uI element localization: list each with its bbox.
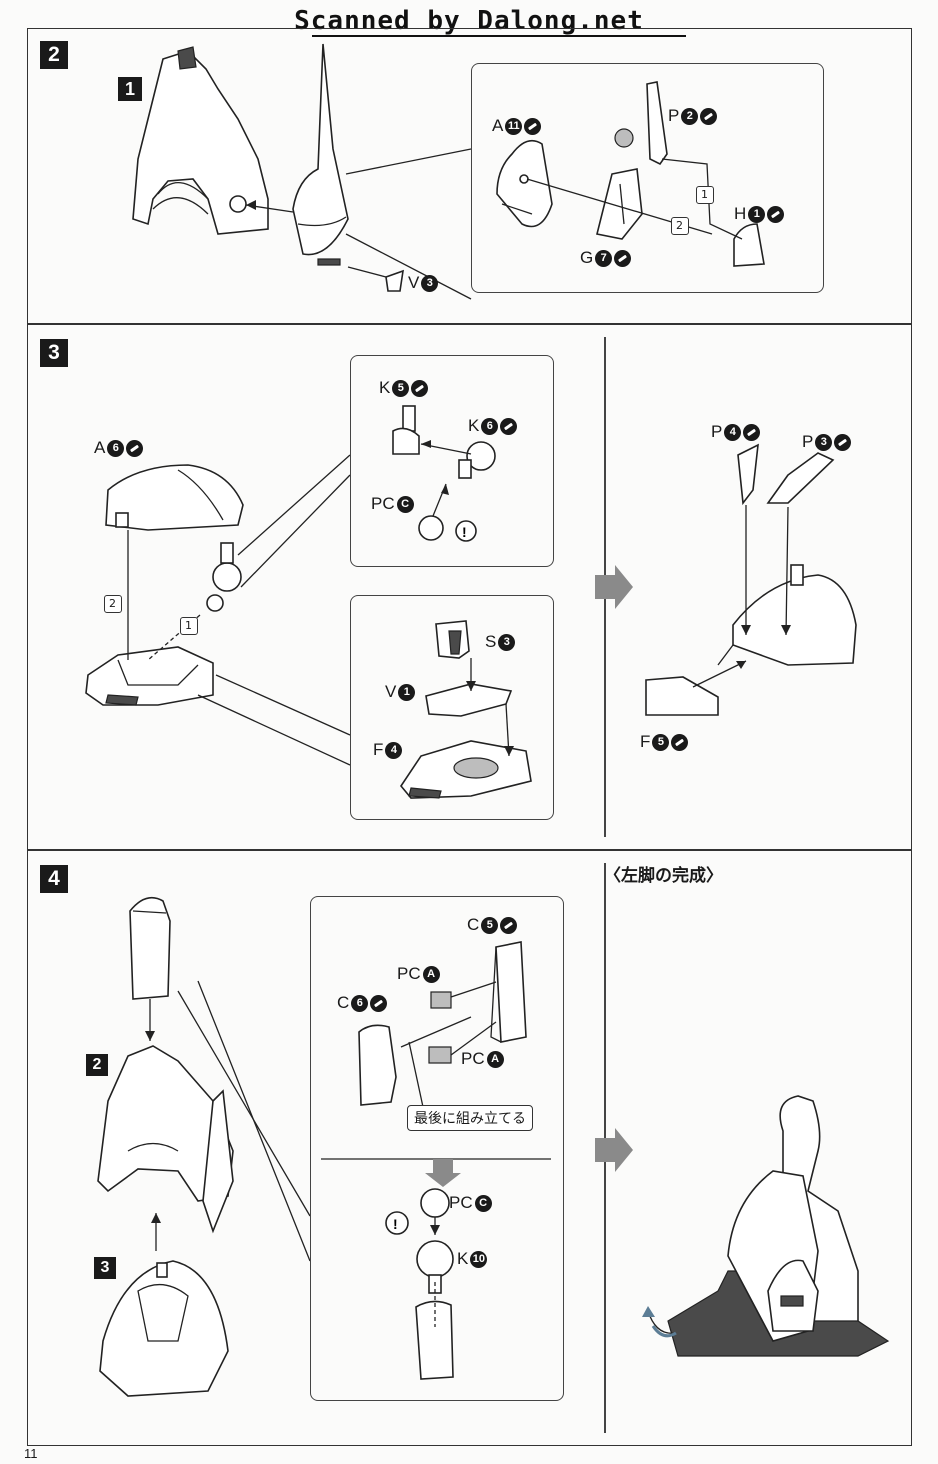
- label-K5: K 5: [379, 378, 429, 398]
- scan-credit-header: Scanned by Dalong.net: [0, 6, 938, 37]
- order-mark-2: 2: [104, 595, 122, 613]
- cut-icon: [524, 117, 542, 135]
- sub-badge-3: 3: [94, 1257, 116, 1279]
- label-K10: K 10: [457, 1249, 488, 1269]
- label-C6: C 6: [337, 993, 388, 1013]
- cut-icon: [126, 439, 144, 457]
- step-4-detail-box: ! C 5 PC A C 6 PC A 最後に組み立てる PC C K 10: [310, 896, 564, 1401]
- label-F5: F 5: [640, 732, 689, 752]
- order-mark-1: 1: [180, 617, 198, 635]
- step-3-base-detail-box: S 3 V 1 F 4: [350, 595, 554, 820]
- label-G7: G 7: [580, 248, 632, 268]
- cut-icon: [614, 249, 632, 267]
- cut-icon: [743, 423, 761, 441]
- sub-step-badge-1: 1: [118, 77, 142, 101]
- label-PC-C: PC C: [371, 494, 414, 514]
- sub-badge-2: 2: [86, 1054, 108, 1076]
- step-2-main-illustration: [132, 43, 472, 300]
- step-3-joint-detail-box: ! K 5 K 6 PC C: [350, 355, 554, 567]
- step-3-main-illustration: [85, 443, 857, 766]
- label-K6: K 6: [468, 416, 518, 436]
- label-F4: F 4: [373, 740, 403, 760]
- step-3-number: 3: [40, 339, 68, 367]
- step-4-number: 4: [40, 865, 68, 893]
- label-PC-A-top: PC A: [397, 964, 440, 984]
- label-S3: S 3: [485, 632, 516, 652]
- assemble-last-note: 最後に組み立てる: [407, 1105, 533, 1131]
- label-A6: A 6: [94, 438, 144, 458]
- step-2-panel: 2 1: [27, 28, 912, 324]
- label-PC-C: PC C: [449, 1193, 492, 1213]
- completed-left-leg-title: 〈左脚の完成〉: [604, 866, 723, 886]
- cut-icon: [834, 433, 852, 451]
- label-P2: P 2: [668, 106, 718, 126]
- order-mark-2: 2: [671, 217, 689, 235]
- cut-icon: [500, 417, 518, 435]
- step-3-panel: 3 2 1: [27, 324, 912, 850]
- warning-icon: !: [462, 524, 467, 540]
- label-V3: V 3: [408, 273, 439, 293]
- step-2-detail-illustration: [496, 81, 765, 267]
- step-4-panel: 4 〈左脚の完成〉 2 3: [27, 850, 912, 1446]
- page-number: 11: [24, 1446, 38, 1461]
- label-P4: P 4: [711, 422, 761, 442]
- cut-icon: [671, 733, 689, 751]
- step-2-detail-box: 1 2 A 11 P 2 H 1 G 7: [471, 63, 824, 293]
- warning-icon: !: [393, 1216, 398, 1232]
- label-PC-A-bottom: PC A: [461, 1049, 504, 1069]
- cut-icon: [411, 379, 429, 397]
- label-C5: C 5: [467, 915, 518, 935]
- step-2-number: 2: [40, 41, 68, 69]
- order-mark-1: 1: [696, 186, 714, 204]
- label-H1: H 1: [734, 204, 785, 224]
- cut-icon: [700, 107, 718, 125]
- cut-icon: [500, 916, 518, 934]
- step-4-main-illustration: [97, 896, 890, 1397]
- label-P3: P 3: [802, 432, 852, 452]
- label-V1: V 1: [385, 682, 416, 702]
- cut-icon: [370, 994, 388, 1012]
- label-A11: A 11: [492, 116, 542, 136]
- step-4-detail-illustration: !: [321, 941, 551, 1380]
- cut-icon: [767, 205, 785, 223]
- joint-detail-illustration: !: [392, 405, 496, 542]
- base-detail-illustration: [400, 620, 532, 799]
